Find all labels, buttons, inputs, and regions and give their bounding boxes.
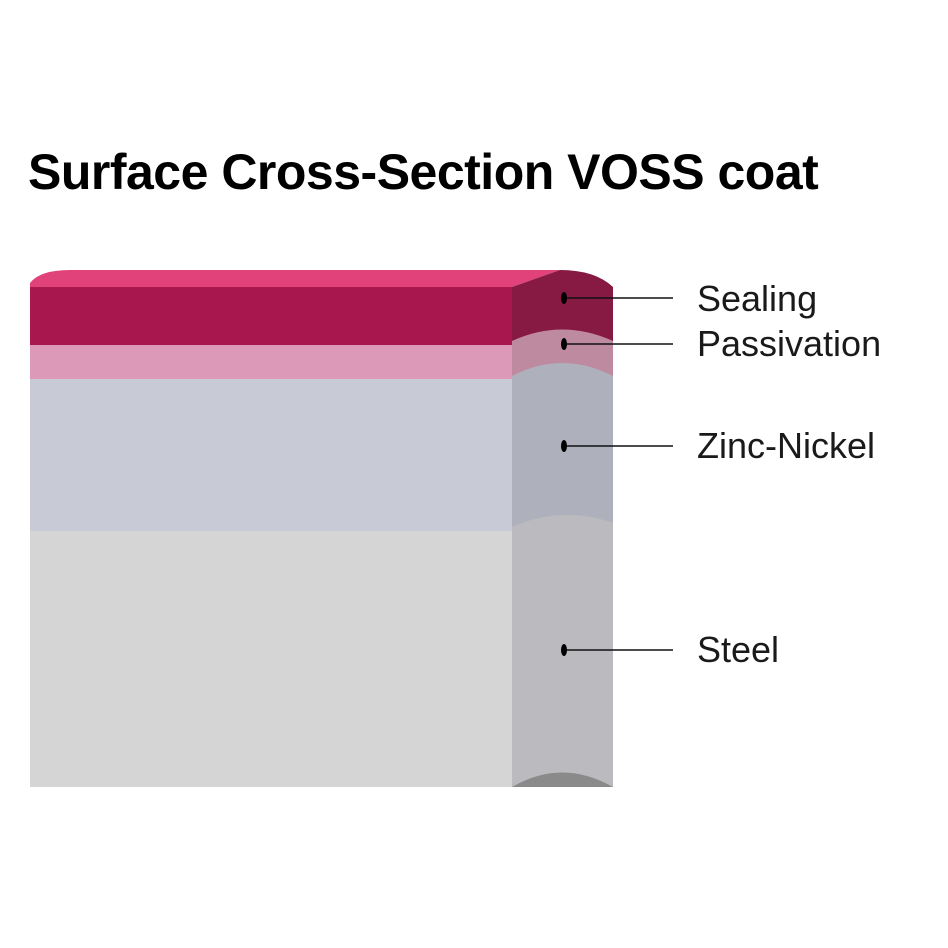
marker-dot-passivation — [561, 338, 567, 350]
label-passivation: Passivation — [697, 323, 882, 364]
label-steel: Steel — [697, 629, 780, 670]
diagram-title: Surface Cross-Section VOSS coat — [28, 144, 819, 200]
passivation-side — [512, 329, 613, 376]
steel-front — [30, 530, 513, 787]
label-zinc-nickel: Zinc-Nickel — [697, 425, 876, 466]
marker-dot-zinc-nickel — [561, 440, 567, 452]
sealing-top — [30, 270, 560, 287]
passivation-front — [30, 345, 513, 379]
sealing-front — [30, 287, 513, 345]
marker-dot-steel — [561, 644, 567, 656]
sealing-side — [512, 270, 613, 341]
steel-bottom-arc — [512, 772, 613, 787]
label-sealing: Sealing — [697, 278, 818, 319]
marker-dot-sealing — [561, 292, 567, 304]
zinc-nickel-front — [30, 379, 513, 531]
